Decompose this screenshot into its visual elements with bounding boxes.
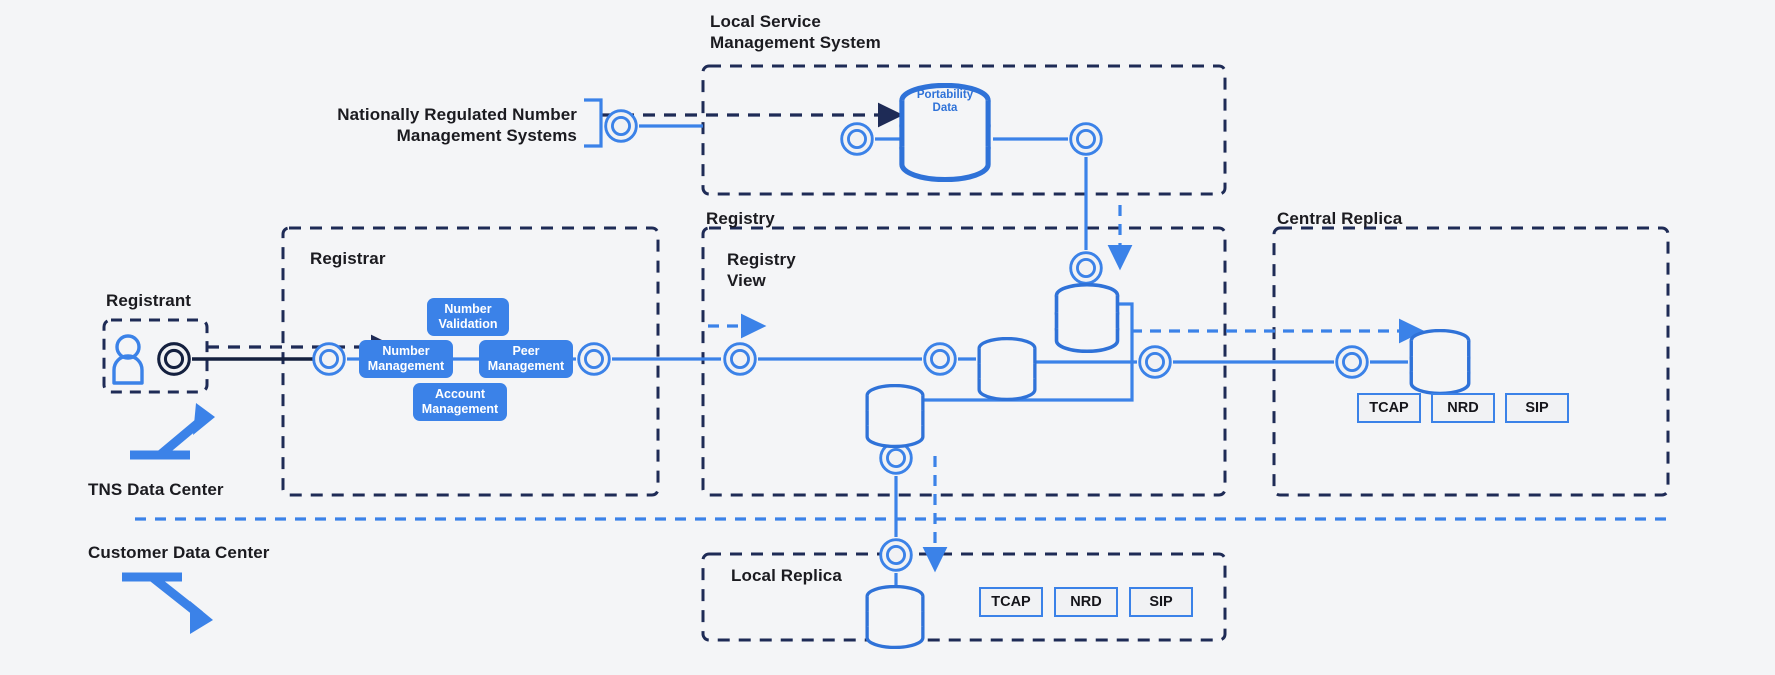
label-registrar: Registrar — [310, 249, 386, 268]
user-icon — [112, 334, 144, 385]
module-number-validation[interactable]: Number Validation — [427, 298, 509, 336]
node-registry-sync[interactable] — [1069, 251, 1103, 285]
protocol-tcap-central[interactable]: TCAP — [1357, 393, 1421, 423]
node-local-replica-ingress[interactable] — [879, 538, 913, 572]
module-account-management[interactable]: Account Management — [413, 383, 507, 421]
db-central-replica[interactable] — [1409, 329, 1471, 395]
module-peer-management[interactable]: Peer Management — [479, 340, 573, 378]
label-registry-view: Registry View — [727, 250, 796, 291]
label-central-replica: Central Replica — [1277, 209, 1403, 228]
label-nrnms: Nationally Regulated Number Management S… — [337, 105, 577, 146]
node-registrar-egress[interactable] — [577, 342, 611, 376]
node-registry-ingress[interactable] — [723, 342, 757, 376]
label-lsms: Local Service Management System — [710, 12, 881, 53]
node-lsms-ingress[interactable] — [840, 122, 874, 156]
protocol-tcap-local[interactable]: TCAP — [979, 587, 1043, 617]
boundary-central-replica — [1272, 226, 1670, 497]
module-number-management[interactable]: Number Management — [359, 340, 453, 378]
dashed-blue-flows — [708, 205, 1425, 573]
boundary-local-replica — [701, 552, 1227, 642]
boundary-registrant — [102, 318, 209, 394]
arrow-up-right-icon — [130, 415, 206, 460]
protocol-sip-central[interactable]: SIP — [1505, 393, 1569, 423]
db-registry-primary[interactable] — [977, 337, 1037, 401]
node-lsms-egress[interactable] — [1069, 122, 1103, 156]
solid-connections — [192, 124, 1408, 590]
node-central-replica-ingress[interactable] — [1335, 345, 1369, 379]
label-customer-data-center: Customer Data Center — [88, 543, 270, 562]
boundary-registry — [701, 226, 1227, 497]
label-registrant: Registrant — [106, 291, 192, 310]
db-label-portability-data: Portability Data — [916, 89, 974, 115]
protocol-nrd-central[interactable]: NRD — [1431, 393, 1495, 423]
db-registry-secondary[interactable] — [865, 384, 925, 448]
node-registry-mid[interactable] — [923, 342, 957, 376]
node-nrnms[interactable] — [604, 109, 638, 143]
label-local-replica: Local Replica — [731, 566, 842, 585]
db-registry-sync[interactable] — [1054, 283, 1120, 353]
protocol-sip-local[interactable]: SIP — [1129, 587, 1193, 617]
arrow-down-right-icon — [122, 572, 203, 619]
label-registry: Registry — [706, 209, 775, 228]
dashed-navy-flows — [207, 102, 904, 360]
container-boundaries — [102, 64, 1670, 642]
link-upper-db-bus — [909, 302, 1134, 402]
annotation-pointers — [122, 403, 215, 634]
node-registrar-ingress[interactable] — [312, 342, 346, 376]
protocol-nrd-local[interactable]: NRD — [1054, 587, 1118, 617]
boundary-registrar — [281, 226, 660, 497]
node-registrant[interactable] — [157, 342, 191, 376]
nrnms-bracket — [584, 98, 603, 148]
db-local-replica[interactable] — [865, 585, 925, 649]
node-registry-egress[interactable] — [1138, 345, 1172, 379]
label-tns-data-center: TNS Data Center — [88, 480, 224, 499]
interface-nodes — [157, 109, 1369, 572]
boundary-lsms — [701, 64, 1227, 196]
